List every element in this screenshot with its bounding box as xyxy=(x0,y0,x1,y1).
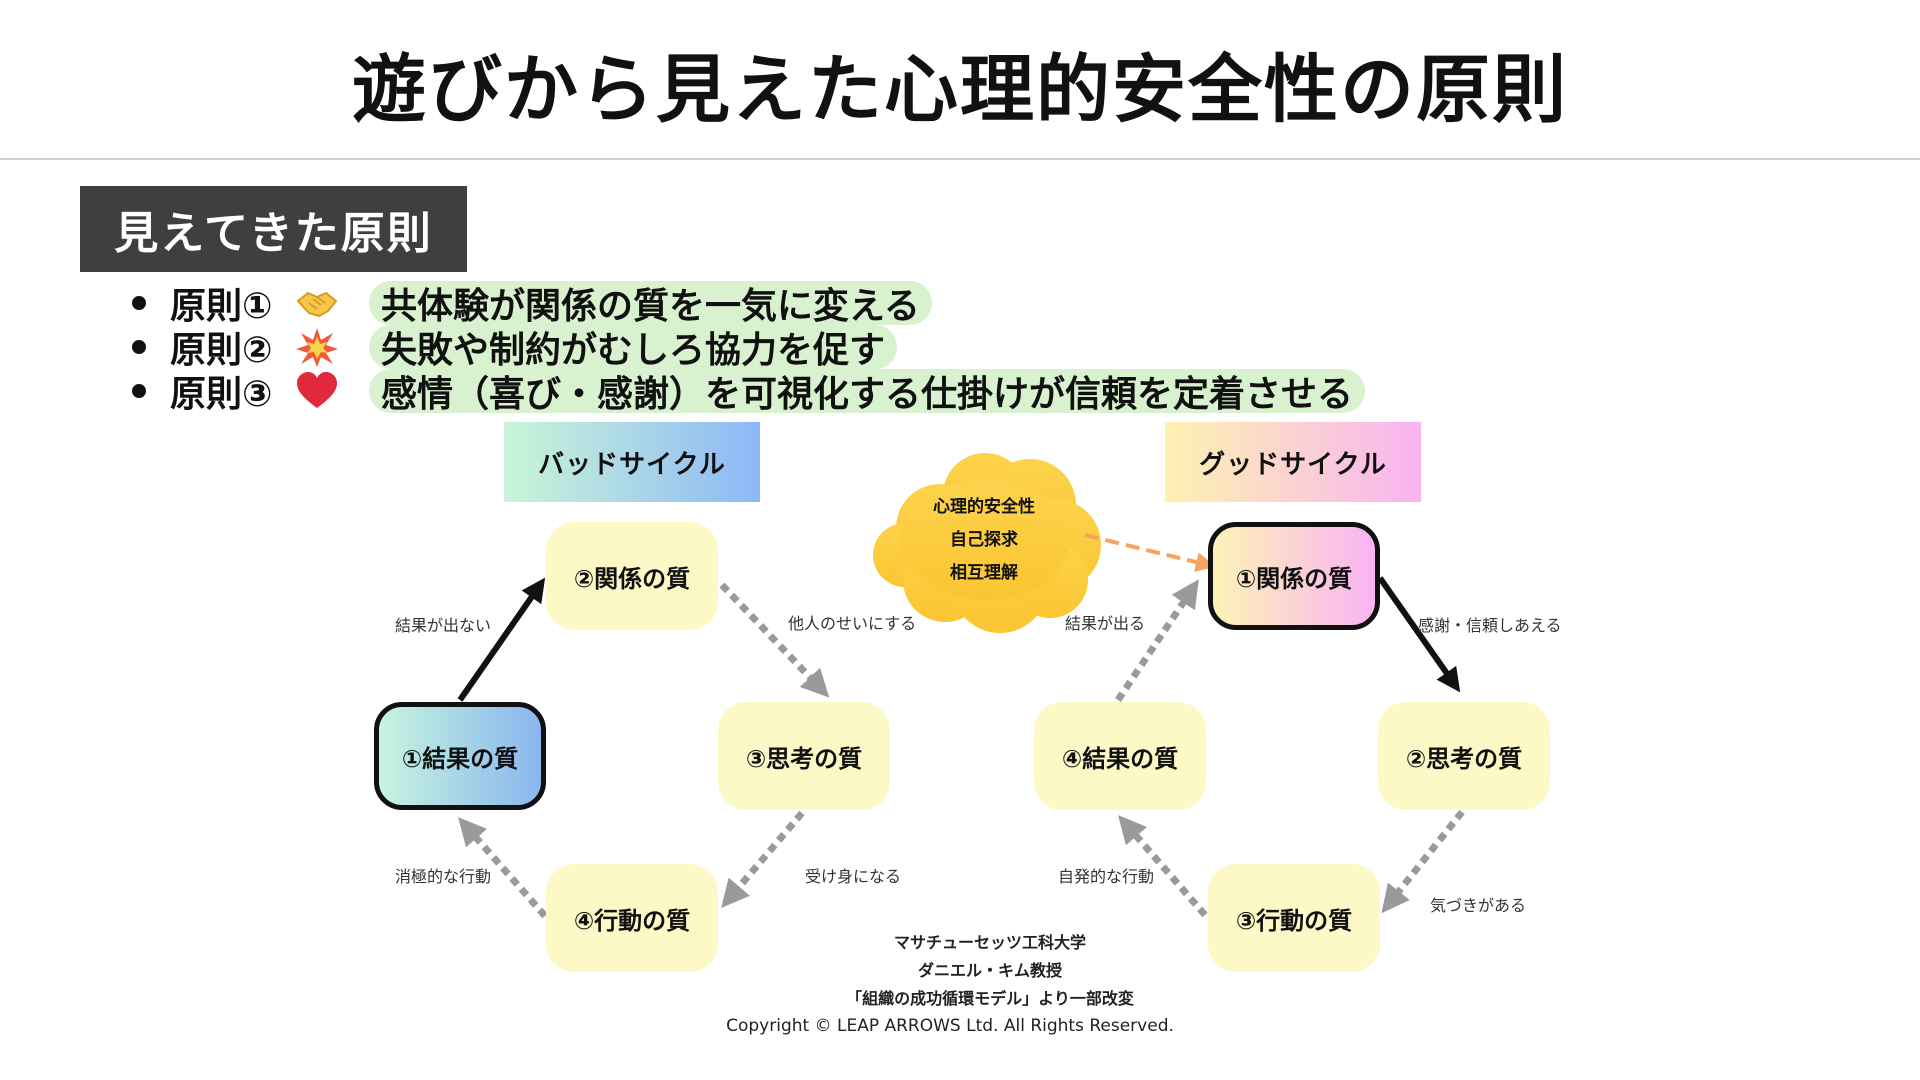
principle-3-label: 原則③ xyxy=(170,374,273,415)
section-label: 見えてきた原則 xyxy=(80,186,467,272)
heart-icon xyxy=(295,369,355,413)
slide-title: 遊びから見えた心理的安全性の原則 xyxy=(352,47,1568,133)
good-node-action: ③行動の質 xyxy=(1208,864,1380,972)
bad-arrow-thinking-action xyxy=(721,810,805,908)
credit-line-3: 「組織の成功循環モデル」より一部改変 xyxy=(846,989,1134,1008)
good-node-thinking: ②思考の質 xyxy=(1378,702,1550,810)
principle-3: 原則③ 感情（喜び・感謝）を可視化する仕掛けが信頼を定着させる xyxy=(132,369,1366,415)
good-edge-thinking-action: 気づきがある xyxy=(1430,896,1527,915)
bad-arrow-result-relation xyxy=(457,577,546,702)
bad-arrow-relation-thinking xyxy=(719,582,830,698)
cloud-line-1: 心理的安全性 xyxy=(933,497,1035,517)
bad-edge-result-relation: 結果が出ない xyxy=(395,616,492,635)
credit-line-2: ダニエル・キム教授 xyxy=(917,961,1062,980)
bullet-dot xyxy=(132,296,146,310)
bad-cycle-title: バッドサイクル xyxy=(504,422,760,502)
handshake-icon xyxy=(295,281,355,325)
cloud-line-2: 自己探求 xyxy=(950,530,1018,550)
principle-3-text: 感情（喜び・感謝）を可視化する仕掛けが信頼を定着させる xyxy=(369,369,1366,415)
principle-2-label: 原則② xyxy=(170,330,273,371)
good-edge-result-relation: 結果が出る xyxy=(1065,614,1146,633)
bad-edge-thinking-action: 受け身になる xyxy=(805,867,902,886)
credit-line-1: マサチューセッツ工科大学 xyxy=(893,933,1086,952)
good-arrow-thinking-action xyxy=(1381,809,1465,914)
principle-1-label: 原則① xyxy=(170,286,273,327)
good-arrow-relation-thinking xyxy=(1377,576,1461,693)
bullet-dot xyxy=(132,340,146,354)
principle-1: 原則① 共体験が関係の質を一気に変える xyxy=(132,281,932,327)
bad-node-thinking: ③思考の質 xyxy=(718,702,890,810)
bullet-dot xyxy=(132,384,146,398)
good-node-result: ④結果の質 xyxy=(1034,702,1206,810)
bad-edge-relation-thinking: 他人のせいにする xyxy=(788,614,917,633)
collision-icon xyxy=(295,325,355,369)
copyright: Copyright © LEAP ARROWS Ltd. All Rights … xyxy=(726,1016,1174,1036)
good-node-relation: ①関係の質 xyxy=(1208,522,1380,630)
principle-2: 原則② 失敗や制約がむしろ協力を促す xyxy=(132,325,898,371)
bad-node-result: ①結果の質 xyxy=(374,702,546,810)
good-edge-relation-thinking: 感謝・信頼しあえる xyxy=(1418,616,1562,635)
cloud-line-3: 相互理解 xyxy=(950,563,1018,583)
bad-arrow-action-result xyxy=(458,817,548,919)
principle-2-text: 失敗や制約がむしろ協力を促す xyxy=(369,325,898,371)
good-edge-action-result: 自発的な行動 xyxy=(1058,867,1155,886)
good-arrow-action-result xyxy=(1118,815,1208,918)
bad-node-action: ④行動の質 xyxy=(546,864,718,972)
title-divider xyxy=(0,158,1920,160)
principle-1-text: 共体験が関係の質を一気に変える xyxy=(369,281,932,327)
bad-edge-action-result: 消極的な行動 xyxy=(395,867,492,886)
cloud-arrow xyxy=(1084,533,1216,572)
good-cycle-title: グッドサイクル xyxy=(1165,422,1421,502)
good-arrow-result-relation xyxy=(1115,579,1199,702)
cloud-shape xyxy=(873,453,1101,633)
bad-node-relation: ②関係の質 xyxy=(546,522,718,630)
